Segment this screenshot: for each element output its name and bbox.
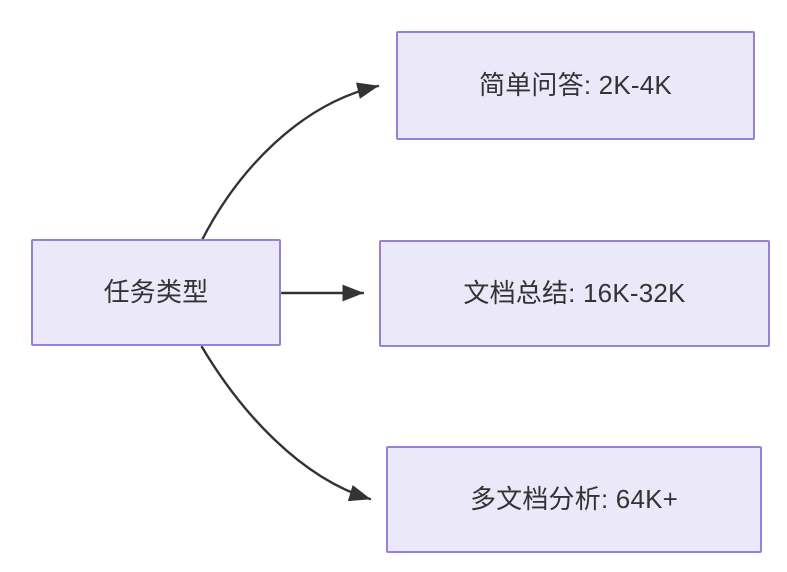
node-task-type[interactable]: 任务类型 xyxy=(31,239,281,346)
node-document-summary[interactable]: 文档总结: 16K-32K xyxy=(379,240,770,347)
node-document-summary-label: 文档总结: 16K-32K xyxy=(463,278,686,309)
edge-source-to-simple xyxy=(200,82,380,242)
node-multi-document-analysis[interactable]: 多文档分析: 64K+ xyxy=(386,446,762,553)
node-multi-document-analysis-label: 多文档分析: 64K+ xyxy=(469,484,679,515)
node-simple-qa-label: 简单问答: 2K-4K xyxy=(479,70,672,101)
node-task-type-label: 任务类型 xyxy=(103,277,209,308)
edge-source-to-multidoc xyxy=(200,345,372,502)
node-simple-qa[interactable]: 简单问答: 2K-4K xyxy=(396,31,755,140)
